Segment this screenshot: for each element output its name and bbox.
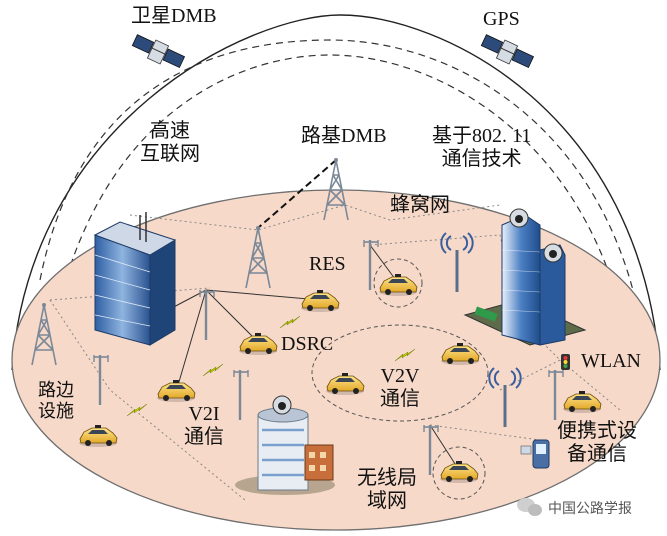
label-v2v-line1: V2V — [380, 365, 420, 387]
label-v2v: V2V 通信 — [380, 365, 420, 411]
traffic-light-icon — [561, 354, 570, 370]
label-highspeed-internet: 高速 互联网 — [140, 120, 200, 166]
label-roadside: 路边 设施 — [38, 380, 74, 421]
satellite-icon — [131, 34, 186, 69]
label-dsrc: DSRC — [281, 333, 334, 355]
label-highspeed-line2: 互联网 — [140, 143, 200, 165]
label-gps: GPS — [483, 8, 520, 30]
phone-icon — [520, 439, 550, 469]
label-cellular: 蜂窝网 — [390, 194, 450, 216]
label-roadbase-dmb: 路基DMB — [301, 125, 387, 147]
label-v2v-line2: 通信 — [380, 388, 420, 410]
camera-dome-1 — [509, 208, 529, 228]
label-wlan: WLAN — [581, 350, 641, 372]
gps-satellite-icon — [480, 34, 535, 69]
wechat-icon — [517, 498, 542, 516]
label-portable-line1: 便携式设 — [557, 420, 637, 442]
label-satellite-dmb: 卫星DMB — [131, 5, 217, 27]
camera-dome-3 — [272, 395, 292, 415]
label-80211-line1: 基于802. 11 — [432, 125, 532, 147]
label-v2i-line2: 通信 — [184, 426, 224, 448]
label-portable-line2: 备通信 — [567, 443, 627, 465]
label-wlan-line2: 域网 — [367, 490, 407, 512]
label-portable: 便携式设 备通信 — [557, 420, 637, 466]
camera-dome-2 — [543, 243, 563, 263]
label-wlan-line1: 无线局 — [357, 467, 417, 489]
label-roadside-line2: 设施 — [38, 400, 74, 421]
office-building-left — [93, 212, 177, 346]
label-roadside-line1: 路边 — [38, 380, 74, 400]
label-80211-line2: 通信技术 — [441, 148, 522, 170]
watermark-text: 中国公路学报 — [548, 500, 632, 516]
label-v2i: V2I 通信 — [184, 403, 224, 449]
label-res: RES — [309, 253, 346, 275]
label-wireless-lan: 无线局 域网 — [357, 467, 417, 513]
building-bottom — [235, 407, 335, 495]
label-v2i-line1: V2I — [188, 403, 220, 425]
label-80211-tech: 基于802. 11 通信技术 — [432, 125, 531, 171]
label-highspeed-line1: 高速 — [150, 120, 190, 142]
